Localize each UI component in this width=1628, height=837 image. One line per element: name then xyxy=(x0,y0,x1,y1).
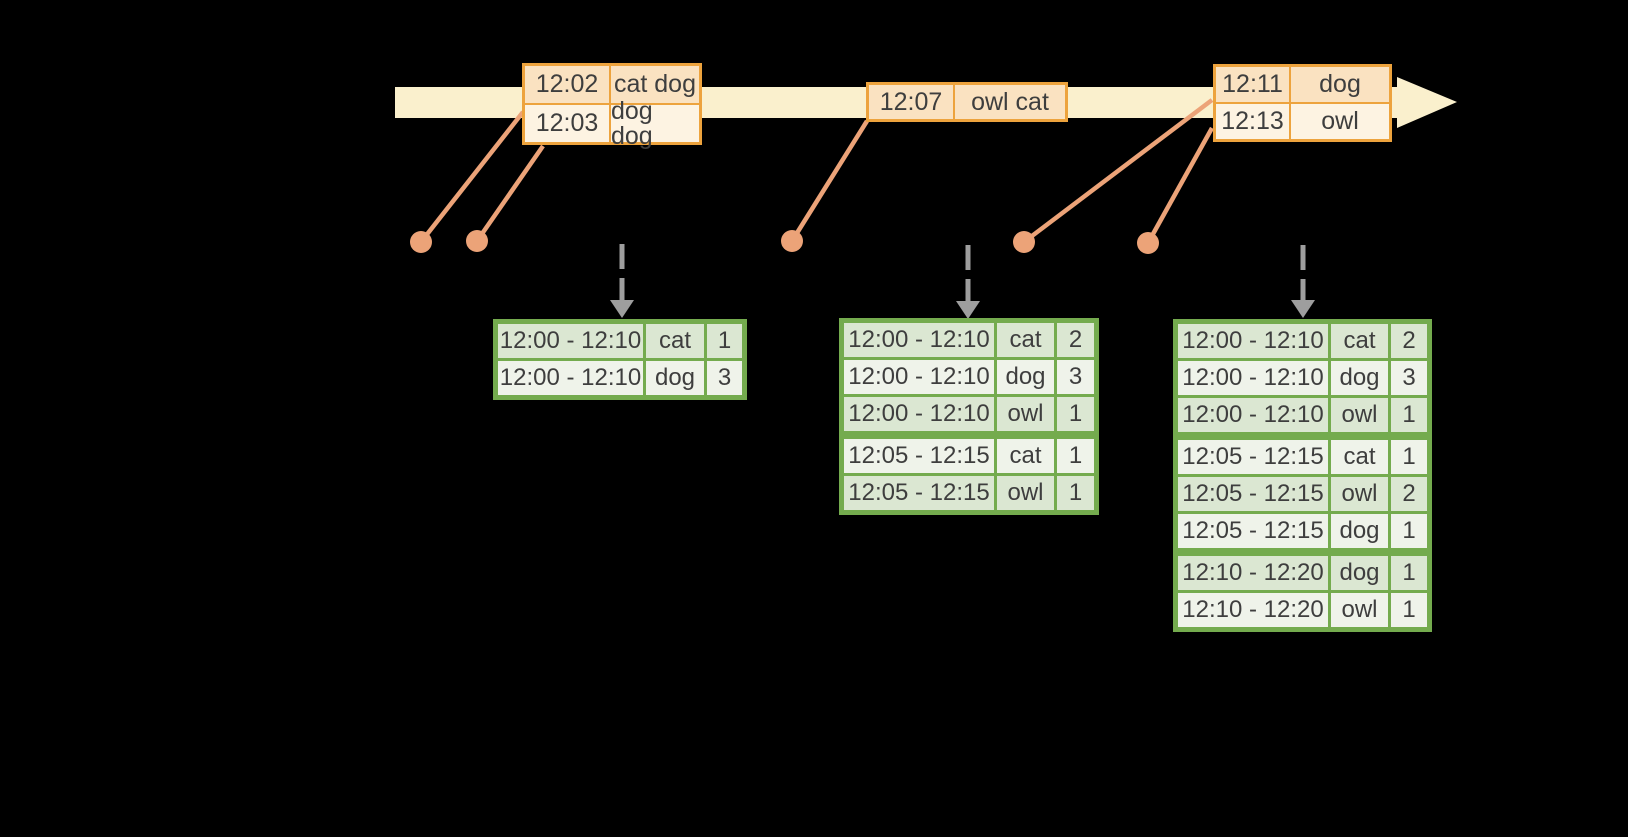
count-cell: 3 xyxy=(1057,360,1094,394)
count-cell: 1 xyxy=(1391,440,1427,474)
window-cell: 12:05 - 12:15 xyxy=(844,439,994,473)
event-connector-line xyxy=(419,110,525,244)
word-cell: owl xyxy=(997,476,1054,510)
event-connector-line xyxy=(1022,98,1214,244)
trigger-arrow-head-icon xyxy=(610,300,634,318)
timeline-arrowhead-icon xyxy=(1397,77,1457,128)
time-cell: 12:07 xyxy=(869,85,955,119)
window-cell: 12:10 - 12:20 xyxy=(1178,593,1328,627)
window-cell: 12:00 - 12:10 xyxy=(498,361,643,395)
word-cell: owl xyxy=(1331,398,1388,432)
word-cell: cat xyxy=(1331,440,1388,474)
window-cell: 12:05 - 12:15 xyxy=(844,476,994,510)
time-cell: 12:03 xyxy=(525,105,611,142)
word-cell: cat xyxy=(997,439,1054,473)
event-connector-line xyxy=(475,144,545,243)
word-cell: cat xyxy=(646,324,704,358)
window-cell: 12:00 - 12:10 xyxy=(844,397,994,431)
count-cell: 1 xyxy=(1391,556,1427,590)
words-cell: owl cat xyxy=(955,85,1065,119)
event-dot xyxy=(1137,232,1159,254)
count-cell: 1 xyxy=(1057,439,1094,473)
count-cell: 1 xyxy=(707,324,742,358)
window-cell: 12:10 - 12:20 xyxy=(1178,556,1328,590)
word-cell: owl xyxy=(1331,593,1388,627)
time-cell: 12:13 xyxy=(1216,104,1291,139)
event-connector-line xyxy=(1146,126,1214,245)
words-cell: dog xyxy=(1291,67,1389,102)
word-cell: owl xyxy=(1331,477,1388,511)
time-cell: 12:02 xyxy=(525,66,611,103)
window-cell: 12:05 - 12:15 xyxy=(1178,477,1328,511)
word-cell: cat xyxy=(997,323,1054,357)
window-cell: 12:00 - 12:10 xyxy=(844,323,994,357)
word-cell: owl xyxy=(997,397,1054,431)
count-cell: 1 xyxy=(1057,397,1094,431)
word-cell: dog xyxy=(1331,514,1388,548)
time-cell: 12:11 xyxy=(1216,67,1291,102)
window-cell: 12:00 - 12:10 xyxy=(498,324,643,358)
words-cell: cat dog xyxy=(611,66,699,103)
trigger-arrow-head-icon xyxy=(956,301,980,319)
window-cell: 12:05 - 12:15 xyxy=(1178,514,1328,548)
window-cell: 12:00 - 12:10 xyxy=(844,360,994,394)
word-cell: dog xyxy=(1331,361,1388,395)
count-cell: 1 xyxy=(1391,593,1427,627)
count-cell: 2 xyxy=(1391,477,1427,511)
event-connector-line xyxy=(790,119,869,243)
count-cell: 3 xyxy=(1391,361,1427,395)
count-cell: 1 xyxy=(1057,476,1094,510)
event-dot xyxy=(466,230,488,252)
count-cell: 2 xyxy=(1057,323,1094,357)
event-dot xyxy=(781,230,803,252)
words-cell: owl xyxy=(1291,104,1389,139)
count-cell: 3 xyxy=(707,361,742,395)
count-cell: 1 xyxy=(1391,398,1427,432)
event-dot xyxy=(410,231,432,253)
window-cell: 12:00 - 12:10 xyxy=(1178,324,1328,358)
event-dot xyxy=(1013,231,1035,253)
word-cell: dog xyxy=(1331,556,1388,590)
window-cell: 12:00 - 12:10 xyxy=(1178,361,1328,395)
trigger-arrow-head-icon xyxy=(1291,300,1315,318)
word-cell: dog xyxy=(997,360,1054,394)
window-cell: 12:05 - 12:15 xyxy=(1178,440,1328,474)
words-cell: dog dog xyxy=(611,98,699,148)
window-cell: 12:00 - 12:10 xyxy=(1178,398,1328,432)
word-cell: dog xyxy=(646,361,704,395)
word-cell: cat xyxy=(1331,324,1388,358)
count-cell: 1 xyxy=(1391,514,1427,548)
count-cell: 2 xyxy=(1391,324,1427,358)
